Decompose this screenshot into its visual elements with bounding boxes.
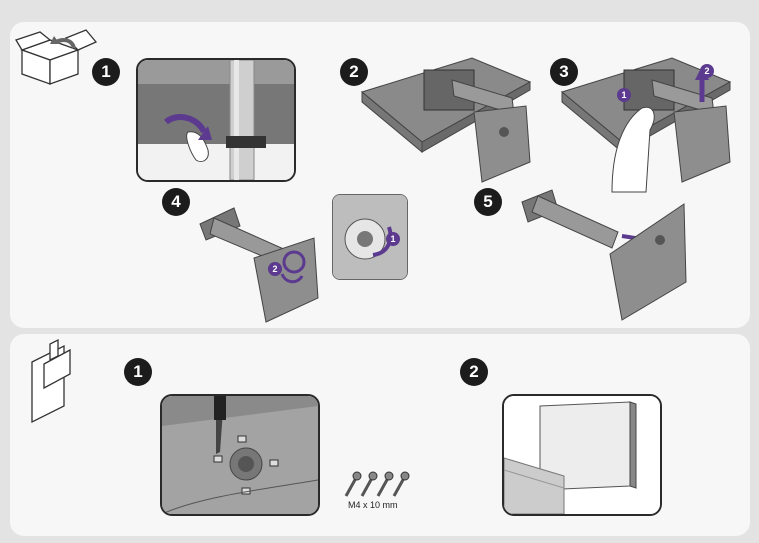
box-icon	[15, 29, 98, 85]
vesa-step-2-illustration	[502, 394, 662, 516]
step-2-illustration	[360, 57, 532, 183]
step-4-illustration	[199, 207, 319, 323]
step-3-illustration	[560, 57, 732, 193]
step-4-callout-2: 2	[268, 262, 282, 276]
screws-icon	[344, 471, 410, 497]
step-3-badge: 3	[550, 58, 578, 86]
step-4-badge: 4	[162, 188, 190, 216]
vesa-step-1-badge: 1	[124, 358, 152, 386]
wall-mount-icon	[31, 338, 71, 424]
step-1-illustration	[136, 58, 296, 182]
screws-label: M4 x 10 mm	[348, 500, 398, 510]
step-1-badge: 1	[92, 58, 120, 86]
vesa-mount-panel: 1 M4 x 10 mm 2	[10, 334, 750, 536]
step-4-detail-inset	[332, 194, 408, 280]
step-5-badge: 5	[474, 188, 502, 216]
step-3-callout-1: 1	[617, 88, 631, 102]
vesa-step-1-illustration	[160, 394, 320, 516]
vesa-step-2-badge: 2	[460, 358, 488, 386]
step-4-callout-1: 1	[386, 232, 400, 246]
stand-removal-panel: 1 2 3 1 2 4	[10, 22, 750, 328]
step-5-illustration	[521, 189, 687, 321]
step-3-callout-2: 2	[700, 64, 714, 78]
step-2-badge: 2	[340, 58, 368, 86]
